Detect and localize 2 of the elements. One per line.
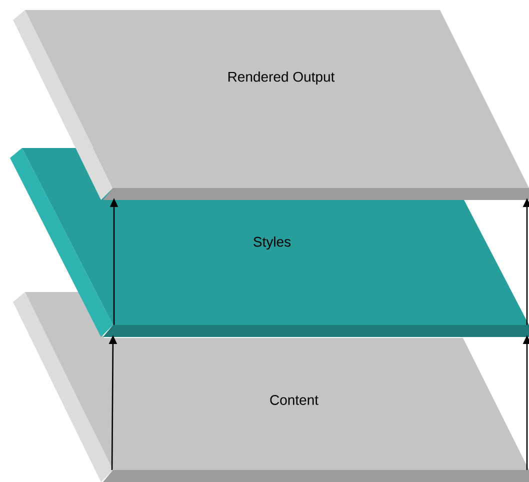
layer-slab: Rendered Output	[13, 10, 529, 200]
layer-slab: Content	[13, 292, 529, 482]
